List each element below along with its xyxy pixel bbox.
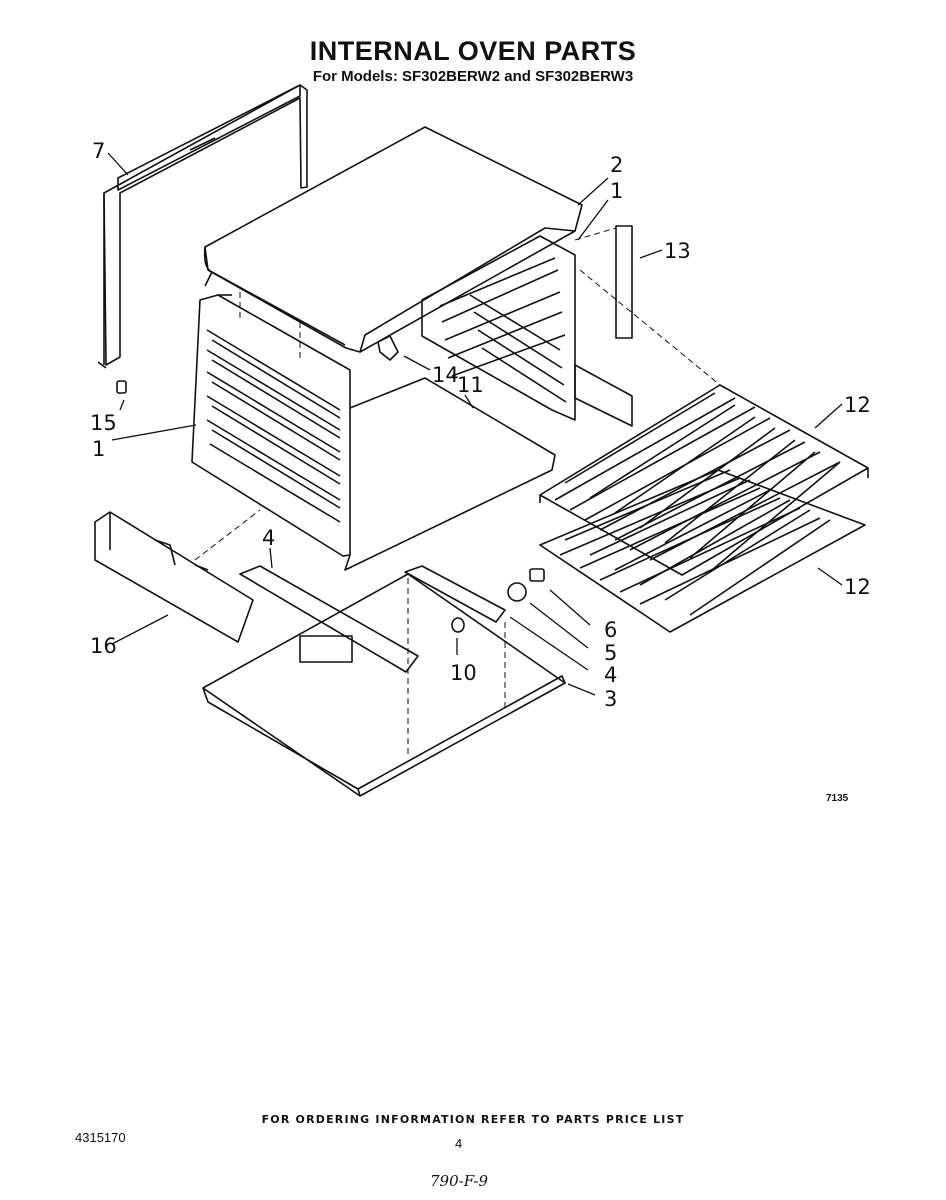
front-trim-panel [94, 511, 254, 643]
callout-12-top: 12 [844, 393, 871, 417]
callout-16: 16 [90, 634, 117, 658]
callout-10: 10 [450, 661, 477, 685]
figure-code: 7135 [826, 793, 849, 804]
burner-cap [529, 568, 545, 582]
callout-12-bottom: 12 [844, 575, 871, 599]
callout-4-left: 4 [262, 526, 275, 550]
burner-bracket-right [404, 565, 506, 623]
retainer-clip [377, 335, 399, 361]
lower-oven-rack [539, 469, 866, 633]
callout-6: 6 [604, 618, 617, 642]
washer [451, 617, 465, 633]
burner-orifice [507, 582, 527, 602]
bottom-panel [202, 573, 566, 797]
oven-top-wrapper [203, 126, 583, 353]
callout-7: 7 [92, 139, 105, 163]
upper-oven-rack [539, 384, 869, 576]
right-side-panel [421, 235, 633, 427]
page-subtitle: For Models: SF302BERW2 and SF302BERW3 [312, 68, 634, 85]
clip-part [116, 380, 127, 394]
ordering-note: FOR ORDERING INFORMATION REFER TO PARTS … [261, 1113, 685, 1126]
callout-1-left: 1 [92, 437, 105, 461]
callout-11: 11 [457, 373, 484, 397]
burner-bracket-left [239, 565, 419, 673]
callout-2: 2 [610, 153, 623, 177]
callout-14: 14 [432, 363, 459, 387]
callout-3: 3 [604, 687, 617, 711]
page-title: INTERNAL OVEN PARTS [309, 36, 637, 66]
rear-panel-frame [97, 84, 308, 369]
right-trim-strip [615, 225, 633, 339]
handwritten-note: 790-F-9 [430, 1172, 489, 1190]
callout-5: 5 [604, 641, 617, 665]
callout-13: 13 [664, 239, 691, 263]
callout-4-right: 4 [604, 663, 617, 687]
callout-15: 15 [90, 411, 117, 435]
oven-base-floor [344, 377, 556, 571]
callout-1-top: 1 [610, 179, 623, 203]
document-number: 4315170 [75, 1130, 126, 1145]
page-number: 4 [455, 1136, 463, 1151]
